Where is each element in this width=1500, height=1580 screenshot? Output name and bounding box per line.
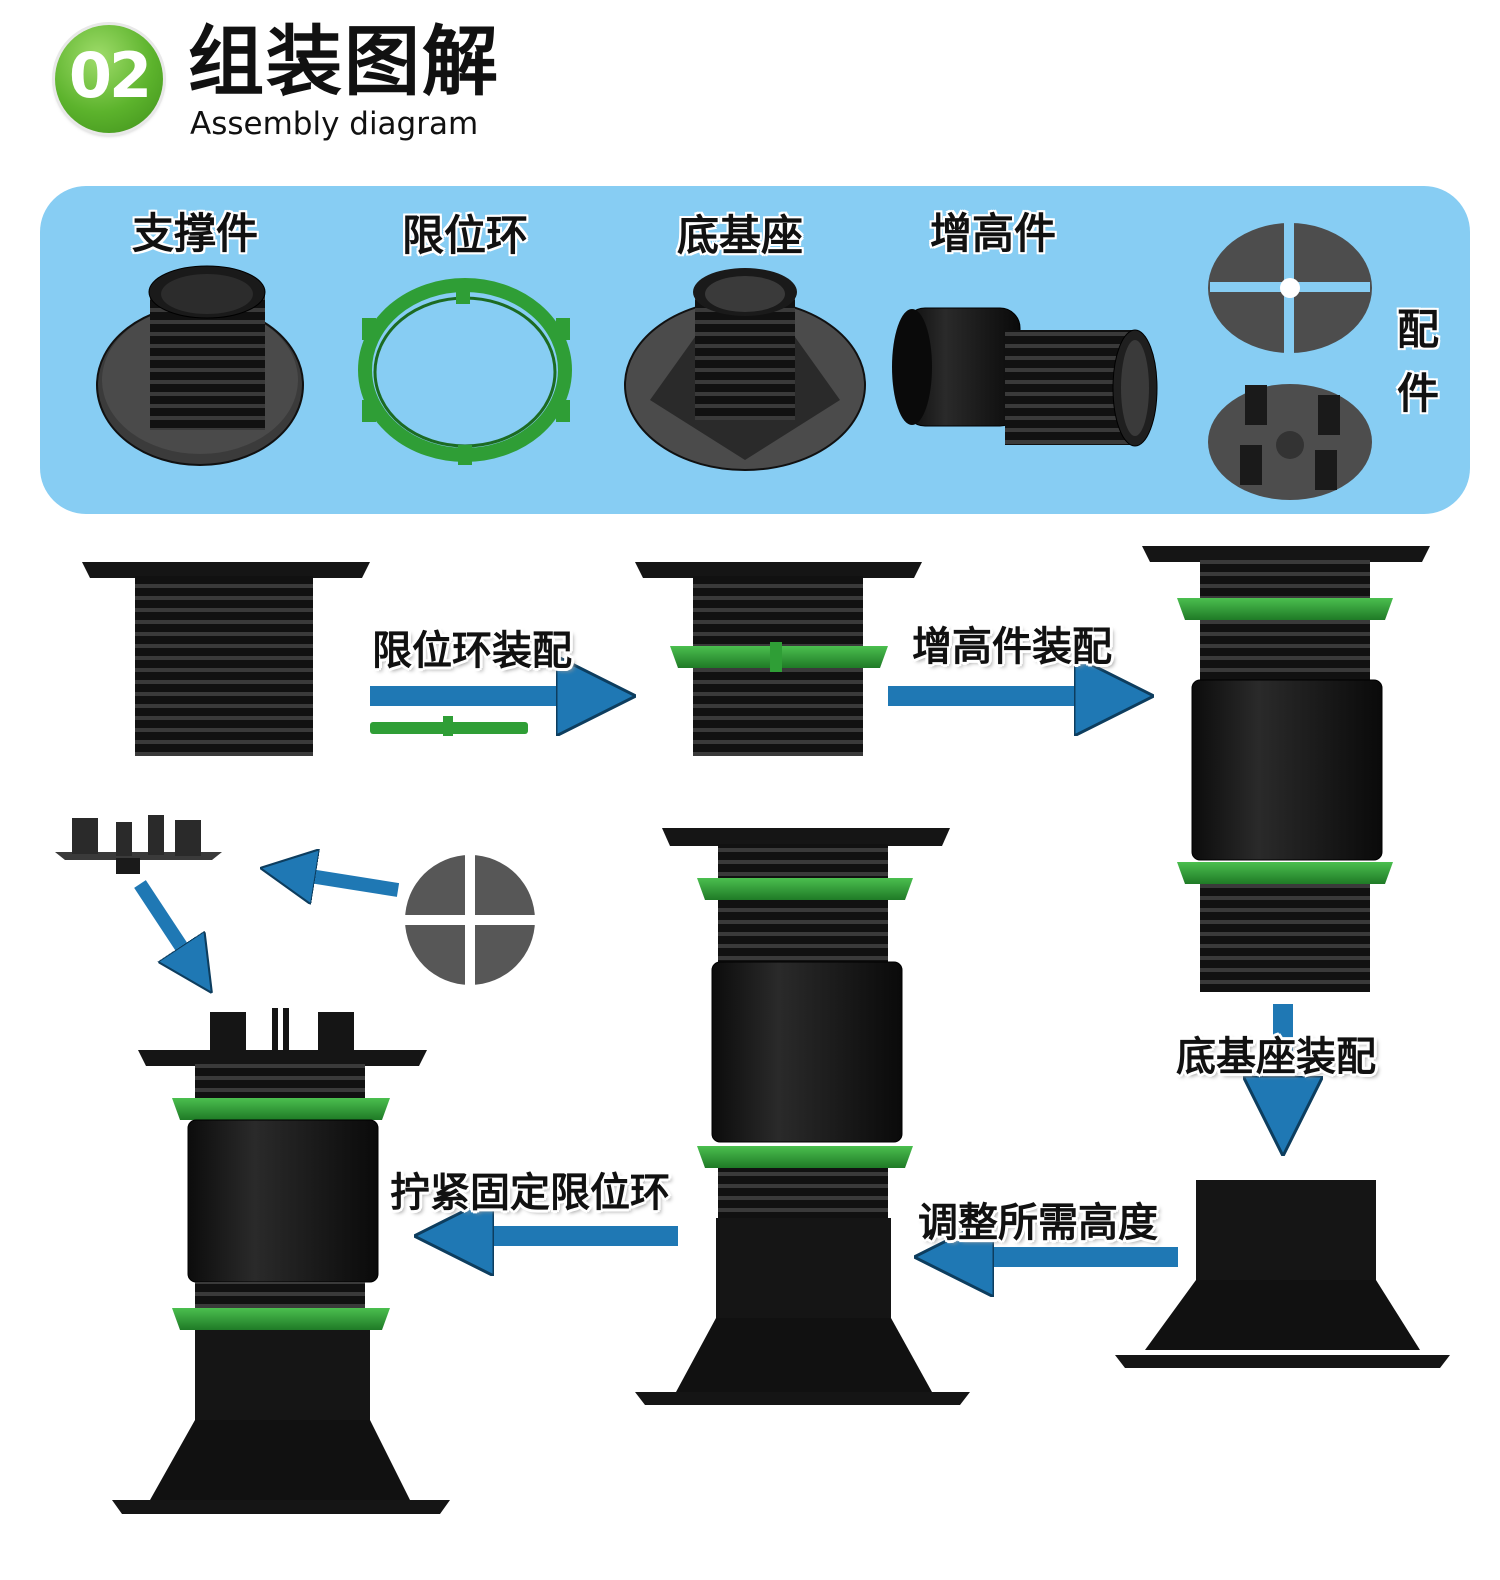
support-with-extension (1142, 546, 1430, 992)
accessory-disc-step6 (405, 855, 535, 985)
part-label-ring: 限位环 (402, 211, 529, 260)
step-label-base-assembly: 底基座装配 (1176, 1034, 1376, 1080)
part-label-accessory: 配件 (1396, 305, 1439, 418)
arrow-cap-to-assembly (134, 880, 198, 972)
part-label-base: 底基座 (677, 211, 804, 260)
base-seat-icon (624, 268, 866, 471)
base-seat-step4 (1115, 1180, 1450, 1368)
support-with-ring (635, 562, 922, 756)
step-label-ring-assembly: 限位环装配 (372, 628, 572, 674)
arrow-disc-to-cap (285, 872, 400, 890)
page-title: 组装图解 (188, 17, 500, 106)
accessory-cap-icon (1208, 384, 1372, 500)
arrows (134, 696, 1283, 1257)
part-label-support: 支撑件 (132, 209, 259, 258)
full-assembly-adjusted (635, 828, 970, 1405)
step-number-badge: 02 (55, 25, 163, 133)
page-subtitle: Assembly diagram (190, 106, 479, 142)
part-label-extension: 增高件 (930, 209, 1057, 258)
support-piece-step1 (82, 562, 370, 756)
final-assembly-tightened (112, 1008, 450, 1514)
step-label-tighten-ring: 拧紧固定限位环 (390, 1170, 670, 1216)
support-piece-icon (96, 265, 304, 466)
extension-piece-icon (892, 307, 1158, 447)
step-label-adjust-height: 调整所需高度 (918, 1200, 1158, 1246)
ring-flat-step1 (370, 716, 528, 736)
accessory-disc-icon (1208, 222, 1372, 354)
limit-ring-icon (358, 278, 572, 465)
accessory-cap-step6 (55, 815, 222, 874)
badge-number: 02 (68, 39, 152, 112)
step-label-extension-assembly: 增高件装配 (912, 624, 1112, 670)
